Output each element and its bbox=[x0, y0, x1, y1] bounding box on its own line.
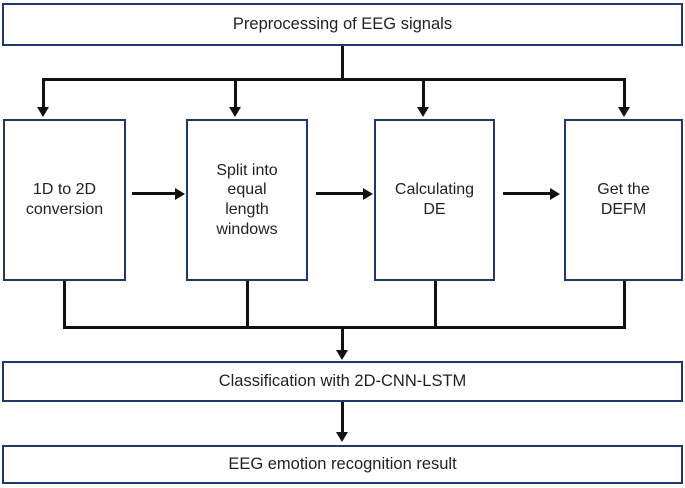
connector-stem-to-result bbox=[341, 402, 344, 434]
node-label: EEG emotion recognition result bbox=[228, 455, 457, 474]
arrowhead-down-icon-result bbox=[336, 432, 348, 442]
node-eeg-emotion-recognition-result[interactable]: EEG emotion recognition result bbox=[2, 445, 683, 484]
connector-drop-to-step-4 bbox=[623, 78, 626, 108]
connector-step-1-to-step-2 bbox=[132, 192, 178, 195]
connector-stem-to-classification bbox=[341, 326, 344, 352]
connector-drop-to-step-3 bbox=[422, 78, 425, 108]
node-classification-with-2d-cnn-lstm[interactable]: Classification with 2D-CNN-LSTM bbox=[2, 361, 683, 402]
connector-drop-to-step-1 bbox=[42, 78, 45, 108]
arrowhead-down-icon-step-2 bbox=[229, 107, 241, 117]
node-1d-to-2d-conversion[interactable]: 1D to 2D conversion bbox=[3, 119, 126, 281]
node-label: Classification with 2D-CNN-LSTM bbox=[218, 372, 467, 391]
connector-drop-to-step-2 bbox=[234, 78, 237, 108]
connector-fanin-bus bbox=[63, 326, 626, 329]
arrowhead-down-icon-step-3 bbox=[417, 107, 429, 117]
arrowhead-down-icon-step-4 bbox=[618, 107, 630, 117]
node-label: Split into equal length windows bbox=[216, 161, 278, 238]
node-get-the-defm[interactable]: Get the DEFM bbox=[564, 119, 683, 281]
node-label: Calculating DE bbox=[394, 181, 475, 218]
arrowhead-down-icon-classification bbox=[336, 350, 348, 360]
arrowhead-right-icon-step-1-to-2 bbox=[175, 187, 185, 200]
connector-riser-step-4 bbox=[623, 281, 626, 328]
node-calculating-de[interactable]: Calculating DE bbox=[374, 119, 495, 281]
node-label: Get the DEFM bbox=[597, 181, 650, 218]
node-label: Preprocessing of EEG signals bbox=[232, 15, 453, 34]
connector-fanout-bus bbox=[42, 78, 626, 81]
arrowhead-right-icon-step-2-to-3 bbox=[363, 187, 373, 200]
connector-riser-step-1 bbox=[63, 281, 66, 328]
node-label: 1D to 2D conversion bbox=[25, 181, 104, 218]
arrowhead-down-icon-step-1 bbox=[37, 107, 49, 117]
connector-step-3-to-step-4 bbox=[503, 192, 553, 195]
connector-step-2-to-step-3 bbox=[316, 192, 366, 195]
node-preprocessing-of-eeg-signals[interactable]: Preprocessing of EEG signals bbox=[2, 3, 683, 46]
connector-riser-step-2 bbox=[246, 281, 249, 328]
connector-riser-step-3 bbox=[434, 281, 437, 328]
node-split-into-equal-length-windows[interactable]: Split into equal length windows bbox=[186, 119, 308, 281]
arrowhead-right-icon-step-3-to-4 bbox=[550, 187, 560, 200]
connector-preprocessing-stem bbox=[341, 46, 344, 80]
